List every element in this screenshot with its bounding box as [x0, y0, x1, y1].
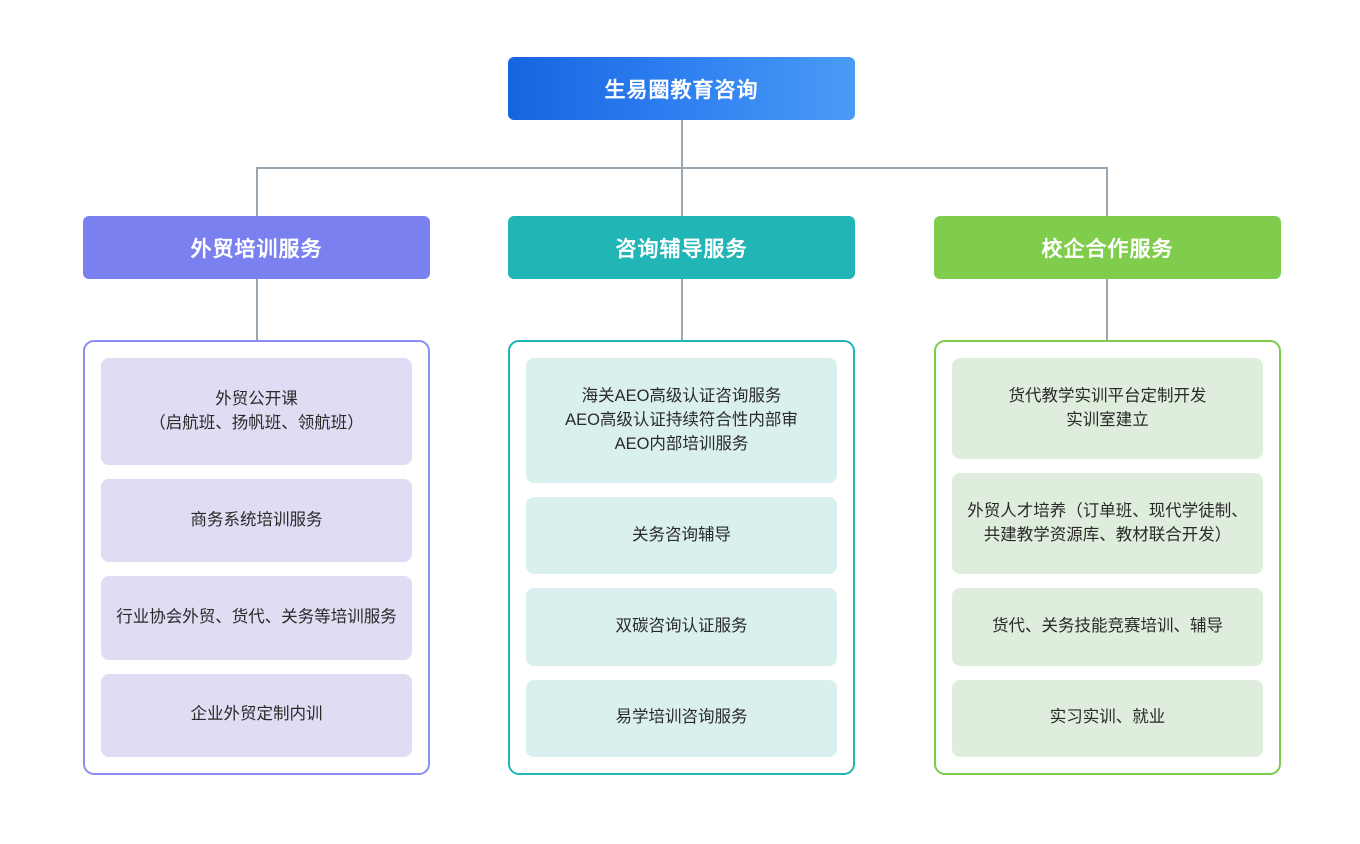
list-item[interactable]: 企业外贸定制内训: [101, 673, 412, 757]
branch-header-2[interactable]: 咨询辅导服务: [508, 216, 855, 279]
list-item[interactable]: 货代、关务技能竞赛培训、辅导: [952, 588, 1263, 666]
list-item[interactable]: 双碳咨询认证服务: [526, 588, 837, 666]
list-item[interactable]: 外贸公开课 （启航班、扬帆班、领航班）: [101, 358, 412, 466]
branch-column-1: 外贸培训服务 外贸公开课 （启航班、扬帆班、领航班） 商务系统培训服务 行业协会…: [83, 216, 430, 775]
connector-horizontal-bus: [256, 167, 1107, 169]
list-item[interactable]: 商务系统培训服务: [101, 479, 412, 563]
branch-items-container-1: 外贸公开课 （启航班、扬帆班、领航班） 商务系统培训服务 行业协会外贸、货代、关…: [83, 340, 430, 775]
branch-header-3[interactable]: 校企合作服务: [934, 216, 1281, 279]
branch-header-2-label: 咨询辅导服务: [615, 237, 748, 261]
list-item[interactable]: 海关AEO高级认证咨询服务 AEO高级认证持续符合性内部审 AEO内部培训服务: [526, 358, 837, 484]
list-item[interactable]: 货代教学实训平台定制开发 实训室建立: [952, 358, 1263, 460]
connector-drop-branch-1: [256, 167, 258, 216]
connector-drop-branch-3: [1106, 167, 1108, 216]
branch-column-2: 咨询辅导服务 海关AEO高级认证咨询服务 AEO高级认证持续符合性内部审 AEO…: [508, 216, 855, 775]
connector-stem-branch-3: [1106, 279, 1108, 341]
list-item[interactable]: 关务咨询辅导: [526, 497, 837, 575]
root-node[interactable]: 生易圈教育咨询: [508, 57, 855, 120]
branch-column-3: 校企合作服务 货代教学实训平台定制开发 实训室建立 外贸人才培养（订单班、现代学…: [934, 216, 1281, 775]
connector-stem-branch-2: [681, 279, 683, 341]
connector-drop-branch-2: [681, 167, 683, 216]
connector-root-stem: [681, 120, 683, 168]
branch-header-3-label: 校企合作服务: [1041, 237, 1174, 261]
branch-header-1-label: 外贸培训服务: [190, 237, 323, 261]
list-item[interactable]: 行业协会外贸、货代、关务等培训服务: [101, 576, 412, 660]
branch-items-container-3: 货代教学实训平台定制开发 实训室建立 外贸人才培养（订单班、现代学徒制、共建教学…: [934, 340, 1281, 775]
branch-items-container-2: 海关AEO高级认证咨询服务 AEO高级认证持续符合性内部审 AEO内部培训服务 …: [508, 340, 855, 775]
list-item[interactable]: 外贸人才培养（订单班、现代学徒制、共建教学资源库、教材联合开发）: [952, 473, 1263, 575]
connector-stem-branch-1: [256, 279, 258, 341]
root-node-label: 生易圈教育咨询: [604, 78, 759, 102]
list-item[interactable]: 易学培训咨询服务: [526, 679, 837, 758]
list-item[interactable]: 实习实训、就业: [952, 679, 1263, 758]
branch-header-1[interactable]: 外贸培训服务: [83, 216, 430, 279]
